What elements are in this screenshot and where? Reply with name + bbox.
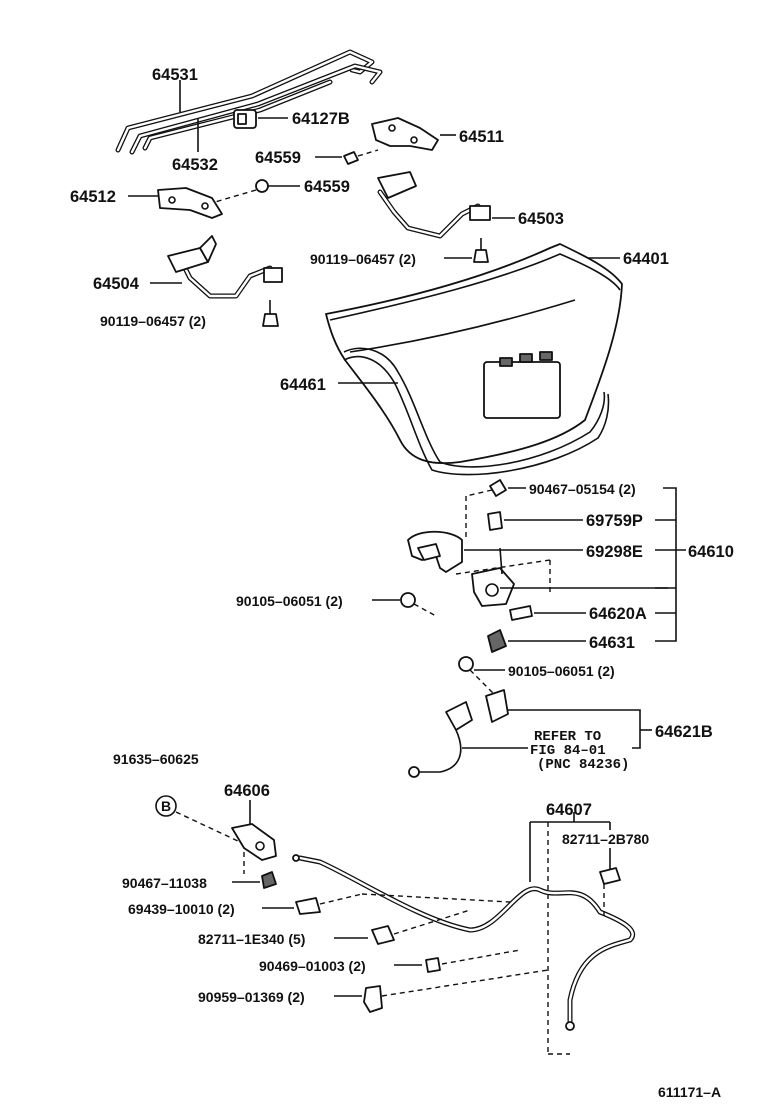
label-64401: 64401	[623, 250, 669, 268]
release-cable-64607	[292, 854, 635, 1031]
label-90119-lower: 90119–06457 (2)	[100, 313, 206, 329]
label-64503: 64503	[518, 210, 564, 228]
label-64531: 64531	[152, 66, 198, 84]
label-64559-upper: 64559	[255, 149, 301, 167]
label-64610: 64610	[688, 543, 734, 561]
refer-line-3: (PNC 84236)	[537, 757, 629, 773]
label-90105-right: 90105–06051 (2)	[508, 663, 615, 679]
label-64504: 64504	[93, 275, 140, 293]
part-64620A	[509, 605, 533, 621]
label-69759P: 69759P	[586, 512, 643, 530]
part-64504	[167, 235, 283, 299]
part-64512	[157, 187, 223, 219]
release-lever-64606	[231, 823, 277, 861]
part-69439	[295, 893, 363, 915]
label-64607: 64607	[546, 801, 592, 819]
part-90469	[425, 949, 521, 973]
label-90119-upper: 90119–06457 (2)	[310, 251, 416, 267]
circle-b-marker: B	[155, 795, 177, 817]
label-90105-left: 90105–06051 (2)	[236, 593, 343, 609]
label-82711-1E340: 82711–1E340 (5)	[198, 931, 305, 947]
part-64511	[371, 117, 439, 151]
part-69759P	[487, 511, 503, 531]
circle-b-letter: B	[161, 798, 171, 814]
label-64532: 64532	[172, 156, 218, 174]
label-69439: 69439–10010 (2)	[128, 901, 235, 917]
label-64512: 64512	[70, 188, 116, 206]
label-64559-lower: 64559	[304, 178, 350, 196]
part-64503	[377, 171, 491, 239]
refer-line-2: FIG 84–01	[530, 743, 606, 759]
part-64559-upper	[343, 149, 379, 165]
bolt-90119-lower	[262, 300, 279, 327]
bolt-90105-right	[458, 656, 497, 697]
label-90467-upper: 90467–05154 (2)	[529, 481, 636, 497]
label-64631: 64631	[589, 634, 635, 652]
label-64620A: 64620A	[589, 605, 647, 623]
label-64127B: 64127B	[292, 110, 350, 128]
torsion-bar-assembly	[115, 49, 383, 155]
clip-90467-upper	[489, 479, 507, 497]
label-64621B: 64621B	[655, 723, 713, 741]
part-64127B	[233, 109, 257, 129]
label-90469: 90469–01003 (2)	[259, 958, 366, 974]
weatherstrip-64461	[343, 347, 610, 476]
figure-code: 611171–A	[658, 1084, 721, 1100]
part-90959	[363, 969, 549, 1013]
label-90467-lower: 90467–11038	[122, 875, 207, 891]
clamp-82711-2B780	[599, 867, 621, 885]
label-64511: 64511	[459, 128, 504, 146]
label-82711-2B780: 82711–2B780	[562, 831, 649, 847]
label-64606: 64606	[224, 782, 270, 800]
clamp-82711-1E340	[371, 909, 471, 945]
bolt-90119-upper	[473, 238, 489, 263]
bolt-90105-left	[400, 592, 437, 617]
label-69298E: 69298E	[586, 543, 643, 561]
label-91635: 91635–60625	[113, 751, 199, 767]
part-64621B	[408, 689, 509, 778]
label-64461: 64461	[280, 376, 326, 394]
part-64559-lower	[214, 179, 269, 203]
trunk-lid-64401	[325, 243, 623, 465]
label-90959: 90959–01369 (2)	[198, 989, 305, 1005]
lock-cover	[407, 530, 463, 573]
refer-line-1: REFER TO	[534, 729, 601, 745]
clip-90467-lower	[261, 871, 277, 889]
